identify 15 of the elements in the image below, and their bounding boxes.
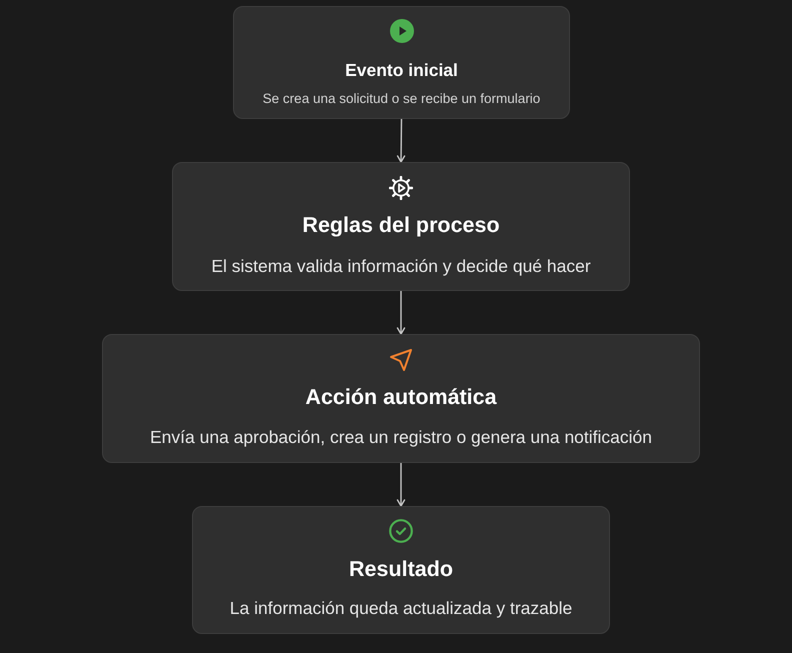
node-title: Reglas del proceso [302, 213, 500, 239]
arrow [396, 291, 406, 335]
node-description: Envía una aprobación, crea un registro o genera una notificación [150, 426, 652, 448]
process-box [172, 162, 630, 291]
process-box [233, 6, 570, 119]
node-description: Se crea una solicitud o se recibe un formulario [262, 90, 540, 108]
node-title: Evento inicial [345, 60, 458, 80]
node-title: Acción automática [305, 385, 497, 411]
node-description: La información queda actualizada y trazable [230, 598, 572, 618]
process-box [192, 506, 610, 634]
node-description: El sistema valida información y decide qué hacer [211, 256, 591, 276]
node-title: Resultado [349, 557, 453, 583]
arrow [396, 463, 406, 507]
process-box [102, 334, 700, 463]
arrow [396, 119, 406, 163]
